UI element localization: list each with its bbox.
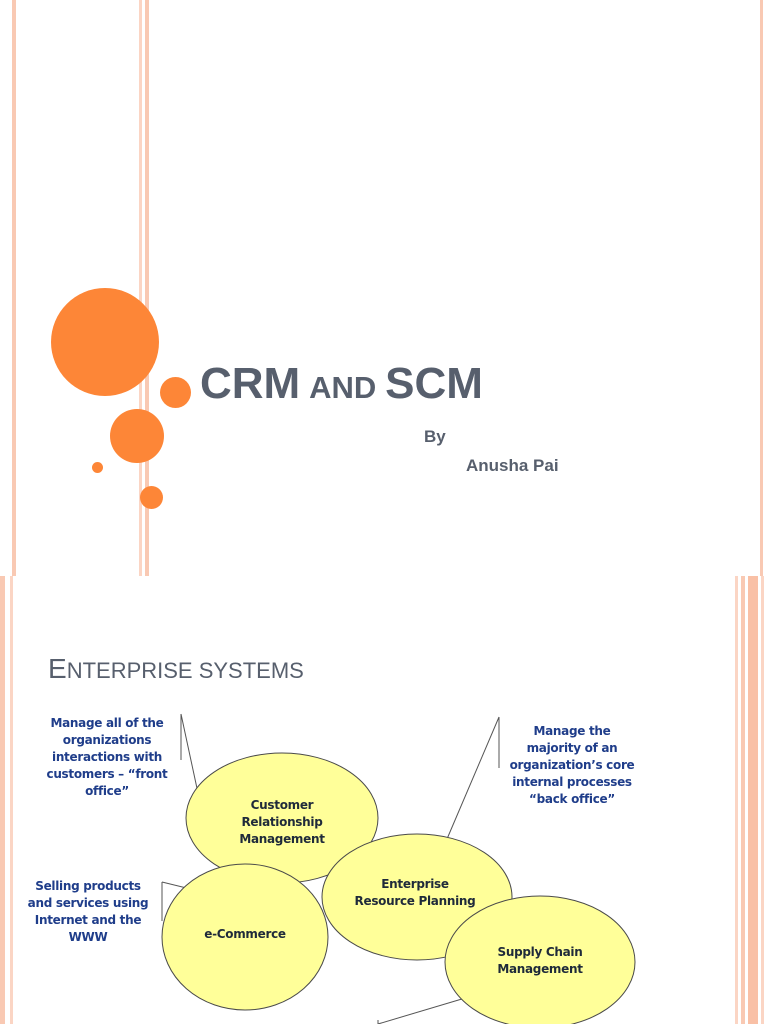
note-selling: Selling products and services using Inte…	[27, 879, 149, 944]
slide-title: CRM and SCM By Anusha Pai	[12, 0, 763, 576]
presentation-title: CRM and SCM	[200, 362, 483, 406]
stripe-decoration	[760, 0, 763, 576]
stripe-decoration	[0, 576, 5, 1024]
author-name: Anusha Pai	[466, 456, 559, 475]
pointer-line-back	[443, 716, 500, 847]
circle-decoration	[110, 409, 164, 463]
note-front-office: Manage all of the organizations interact…	[46, 716, 168, 798]
stripe-decoration	[10, 576, 13, 1024]
label-scm: Supply Chain Management	[497, 945, 583, 976]
ellipse-scm	[444, 895, 636, 1024]
pointer-line-front	[180, 713, 199, 794]
heading-initial: E	[48, 653, 67, 684]
by-label: By	[424, 427, 446, 446]
stripe-decoration	[761, 576, 764, 1024]
stripe-decoration	[748, 576, 758, 1024]
ellipse-ecommerce	[161, 863, 329, 1011]
title-word-scm: SCM	[385, 359, 483, 408]
title-word-crm: CRM	[200, 359, 301, 408]
slide-heading: Enterprise systems	[48, 655, 304, 683]
stripe-decoration	[139, 0, 142, 576]
circle-decoration	[160, 377, 191, 408]
stripe-decoration	[145, 0, 149, 576]
circle-decoration	[140, 486, 163, 509]
stripe-decoration	[12, 0, 16, 576]
label-erp: Enterprise Resource Planning	[354, 877, 476, 908]
stripe-decoration	[741, 576, 745, 1024]
heading-rest: nterprise systems	[66, 658, 304, 683]
label-crm: Customer Relationship Management	[239, 798, 325, 846]
note-back-office: Manage the majority of an organization’s…	[509, 724, 635, 806]
circle-decoration-large	[51, 288, 159, 396]
title-word-and: and	[309, 370, 377, 405]
stripe-decoration	[735, 576, 738, 1024]
label-ecommerce: e-Commerce	[204, 927, 286, 941]
circle-decoration-tiny	[92, 462, 103, 473]
